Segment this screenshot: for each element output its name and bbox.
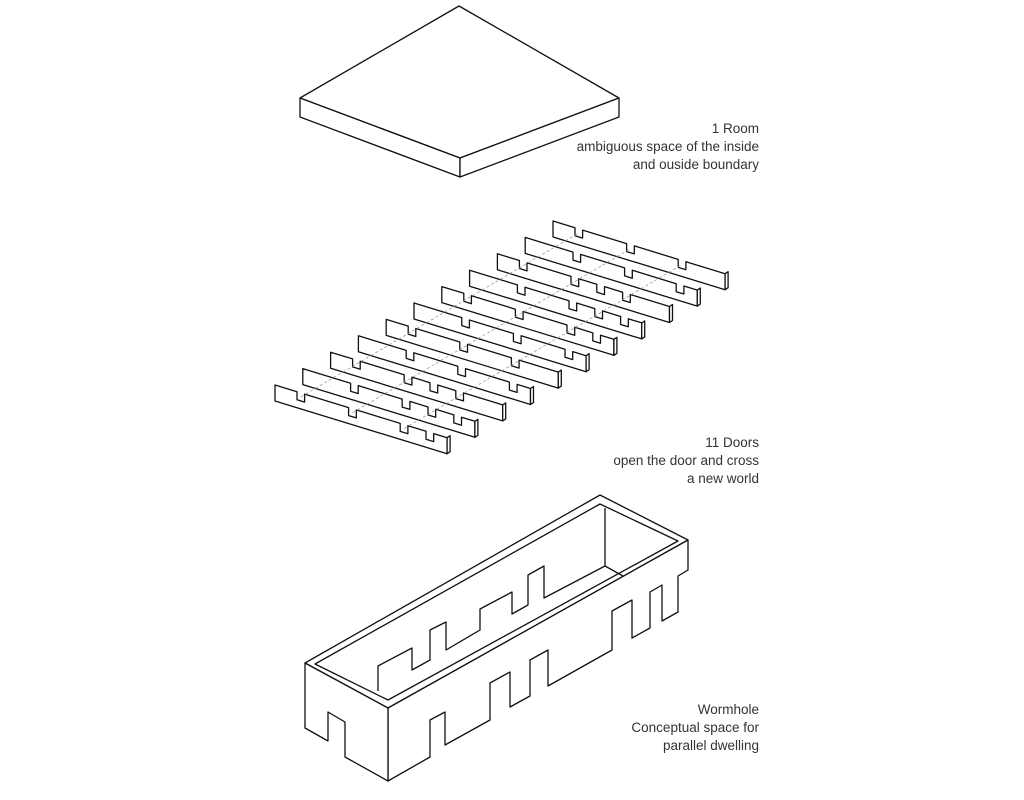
room-caption-line2: and ouside boundary bbox=[632, 157, 759, 172]
door-panel bbox=[302, 367, 476, 438]
door-panel-edge bbox=[502, 402, 507, 422]
doors-caption-title: 11 Doors bbox=[705, 435, 759, 450]
wormhole-end-wall bbox=[304, 662, 389, 782]
door-panel-edge bbox=[474, 418, 479, 438]
door-panel bbox=[468, 269, 643, 340]
door-panel bbox=[496, 253, 671, 324]
door-panel-edge bbox=[696, 287, 701, 307]
doors-caption-line1: open the door and cross bbox=[613, 453, 759, 468]
doors-caption: 11 Doors open the door and cross a new w… bbox=[613, 434, 759, 488]
door-panel-edge bbox=[613, 336, 618, 356]
room-caption: 1 Room ambiguous space of the inside and… bbox=[577, 120, 759, 174]
door-panel bbox=[329, 351, 504, 422]
door-panel bbox=[274, 384, 448, 455]
door-panel-edge bbox=[585, 353, 590, 373]
doors-caption-line2: a new world bbox=[686, 471, 759, 486]
door-panel-edge bbox=[641, 320, 646, 340]
wormhole-box bbox=[304, 494, 689, 782]
wormhole-front-wall bbox=[387, 539, 689, 782]
door-panel-edge bbox=[557, 369, 562, 389]
doors-stack bbox=[274, 220, 729, 455]
wormhole-caption-line2: parallel dwelling bbox=[662, 738, 759, 753]
room-caption-line1: ambiguous space of the inside bbox=[576, 139, 759, 154]
door-panel-edge bbox=[668, 303, 674, 324]
room-caption-title: 1 Room bbox=[711, 121, 759, 136]
wormhole-caption-title: Wormhole bbox=[697, 702, 759, 717]
room-slab-side bbox=[459, 97, 620, 178]
door-panel bbox=[441, 285, 615, 356]
room-slab bbox=[299, 5, 620, 178]
door-panel-edge bbox=[446, 435, 451, 455]
wormhole-caption: Wormhole Conceptual space for parallel d… bbox=[631, 701, 759, 755]
inner-back-wall bbox=[377, 508, 606, 691]
wormhole-caption-line1: Conceptual space for bbox=[631, 720, 759, 735]
door-panel-edge bbox=[724, 271, 729, 291]
door-panel-edge bbox=[529, 385, 535, 406]
